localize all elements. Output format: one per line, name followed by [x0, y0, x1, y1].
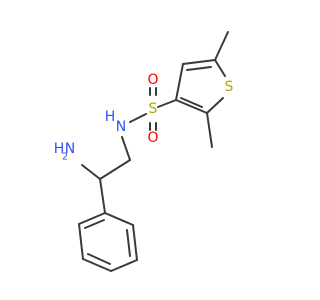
- atom-o-bottom: O: [147, 130, 158, 146]
- phenyl-ring: [78, 212, 138, 272]
- bond-c3-s: [157, 99, 177, 108]
- bond-ch2-ch: [99, 159, 131, 180]
- bond-ph-5: [78, 223, 84, 260]
- atom-n-amine: N: [65, 141, 75, 157]
- structure-svg: S S O O H N H N 2: [54, 31, 234, 272]
- bond-s-n: [129, 113, 147, 123]
- atom-n-sulfonamide: N: [116, 119, 126, 135]
- bond-s-c2: [206, 97, 224, 114]
- bond-n-ch2: [121, 136, 131, 161]
- amine-subscript: 2: [62, 152, 68, 163]
- atom-s-thiophene: S: [225, 79, 234, 95]
- bond-ph-4: [82, 258, 112, 272]
- atom-s-sulfonyl: S: [149, 101, 158, 117]
- atom-o-top: O: [147, 72, 158, 88]
- bond-ph-3: [110, 259, 138, 272]
- bond-ph-6-double: [84, 219, 105, 229]
- bond-c5-s: [214, 59, 226, 77]
- atom-h-nh: H: [105, 109, 116, 125]
- bond-ch-nh2: [81, 164, 101, 180]
- molecule-diagram: S S O O H N H N 2: [54, 31, 234, 272]
- ethylamine-chain: [81, 136, 131, 214]
- bond-c2-c3: [175, 99, 208, 114]
- thiophene-ring: [175, 31, 229, 148]
- bond-c5-methyl: [214, 31, 229, 61]
- bond-c4-c5-double: [186, 66, 212, 71]
- bond-c4-c5: [182, 59, 216, 65]
- bond-c2-c3-double: [180, 97, 203, 108]
- bond-ph-6: [78, 212, 106, 225]
- bond-ph-2-double: [126, 229, 131, 257]
- bond-c2-methyl: [206, 112, 213, 148]
- sulfonyl-group: [129, 87, 177, 131]
- bond-c3-c4: [175, 63, 184, 101]
- bond-ch-phenyl: [99, 178, 106, 214]
- bond-ph-1: [104, 212, 134, 226]
- atom-h-amine: H: [54, 141, 65, 157]
- bond-ph-4-double: [87, 253, 111, 265]
- bond-ph-2: [132, 224, 138, 261]
